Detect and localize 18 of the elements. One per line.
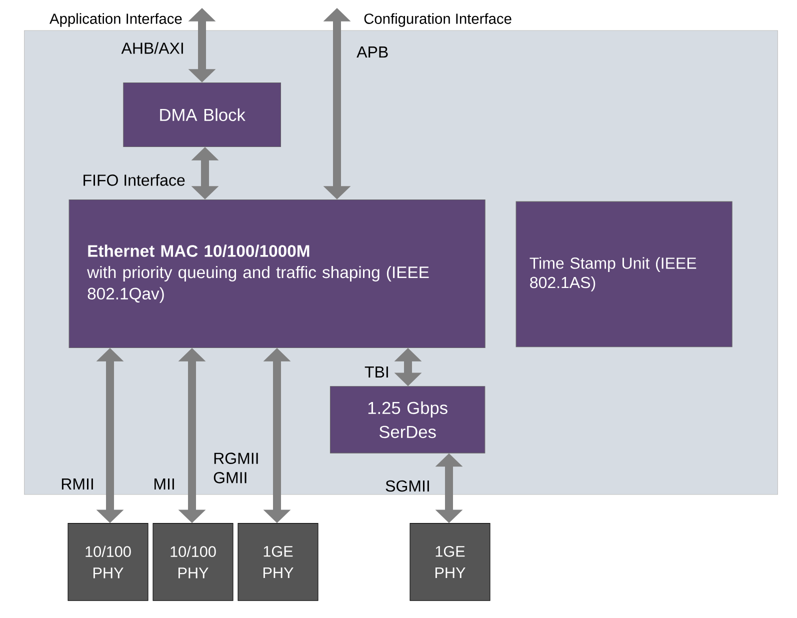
function-block: Time Stamp Unit (IEEE 802.1AS)	[516, 201, 732, 348]
interface-label: Configuration Interface	[364, 13, 512, 27]
edge-label: SGMII	[386, 480, 429, 492]
edge-label: APB	[356, 46, 388, 58]
mac-block: Ethernet MAC 10/100/1000M with priority queuing and traffic shaping (IEEE 802.1Qav)	[68, 199, 486, 348]
edge-label: AHB/AXI	[121, 42, 183, 54]
phy-box: 1GE PHY	[238, 523, 318, 601]
phy-box: 10/100 PHY	[152, 523, 234, 601]
function-block: DMA Block	[123, 82, 281, 147]
interface-label: Application Interface	[50, 13, 182, 27]
edge-label: RMII	[62, 478, 93, 490]
edge-label: MII	[154, 478, 174, 490]
phy-box: 10/100 PHY	[68, 523, 148, 601]
phy-box: 1GE PHY	[410, 523, 490, 601]
function-block: 1.25 Gbps SerDes	[330, 386, 486, 454]
edge-label: FIFO Interface	[84, 174, 185, 186]
edge-label: TBI	[364, 366, 388, 378]
edge-label: RGMII GMII	[214, 452, 258, 484]
